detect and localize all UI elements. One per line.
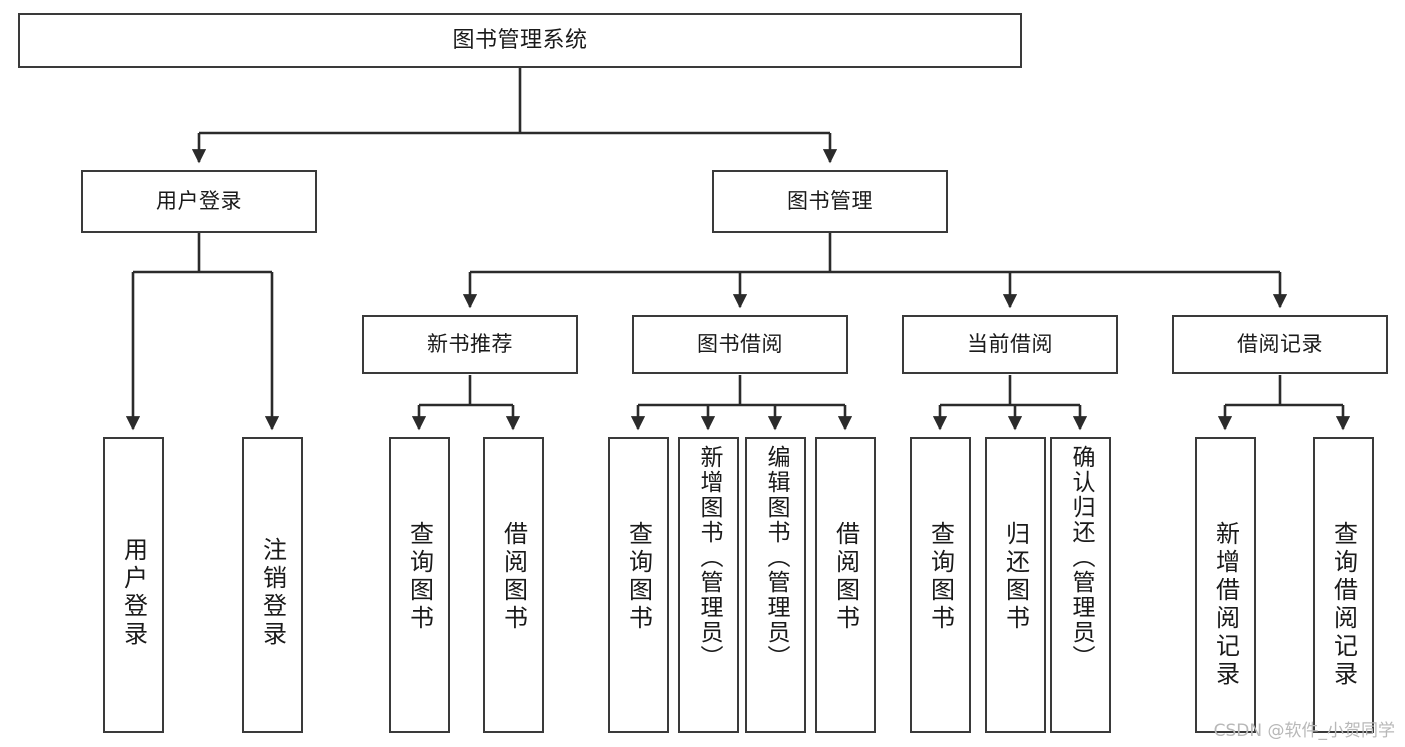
leaf-edit-book[interactable]: 编辑图书（管理员）: [745, 437, 806, 733]
leaf-edit-book-label: 编辑图书（管理员）: [763, 445, 789, 670]
node-book-borrow-label: 图书借阅: [697, 332, 783, 357]
leaf-add-record-label: 新增借阅记录: [1211, 521, 1240, 689]
node-current-borrow[interactable]: 当前借阅: [902, 315, 1118, 374]
leaf-query-book-1[interactable]: 查询图书: [389, 437, 450, 733]
leaf-query-book-3[interactable]: 查询图书: [910, 437, 971, 733]
leaf-borrow-book-2-label: 借阅图书: [831, 521, 860, 633]
leaf-borrow-book-1[interactable]: 借阅图书: [483, 437, 544, 733]
node-borrow-record[interactable]: 借阅记录: [1172, 315, 1388, 374]
leaf-confirm-return-label: 确认归还（管理员）: [1068, 445, 1094, 670]
leaf-query-book-3-label: 查询图书: [926, 521, 955, 633]
leaf-return-book-label: 归还图书: [1001, 521, 1030, 633]
leaf-add-book[interactable]: 新增图书（管理员）: [678, 437, 739, 733]
leaf-add-record[interactable]: 新增借阅记录: [1195, 437, 1256, 733]
watermark: CSDN @软件_小贺同学: [1213, 721, 1395, 741]
leaf-borrow-book-2[interactable]: 借阅图书: [815, 437, 876, 733]
node-user-login-label: 用户登录: [156, 189, 242, 214]
leaf-borrow-book-1-label: 借阅图书: [499, 521, 528, 633]
leaf-query-record-label: 查询借阅记录: [1329, 521, 1358, 689]
node-new-book-recommend[interactable]: 新书推荐: [362, 315, 578, 374]
leaf-return-book[interactable]: 归还图书: [985, 437, 1046, 733]
leaf-query-book-1-label: 查询图书: [405, 521, 434, 633]
leaf-query-record[interactable]: 查询借阅记录: [1313, 437, 1374, 733]
leaf-confirm-return[interactable]: 确认归还（管理员）: [1050, 437, 1111, 733]
node-root[interactable]: 图书管理系统: [18, 13, 1022, 68]
node-borrow-record-label: 借阅记录: [1237, 332, 1323, 357]
leaf-user-logout-label: 注销登录: [258, 537, 287, 649]
leaf-add-book-label: 新增图书（管理员）: [696, 445, 722, 670]
node-new-book-recommend-label: 新书推荐: [427, 332, 513, 357]
node-book-manage[interactable]: 图书管理: [712, 170, 948, 233]
node-book-borrow[interactable]: 图书借阅: [632, 315, 848, 374]
leaf-user-login[interactable]: 用户登录: [103, 437, 164, 733]
node-book-manage-label: 图书管理: [787, 189, 873, 214]
node-current-borrow-label: 当前借阅: [967, 332, 1053, 357]
leaf-query-book-2-label: 查询图书: [624, 521, 653, 633]
leaf-user-login-label: 用户登录: [119, 537, 148, 649]
node-root-label: 图书管理系统: [452, 27, 588, 53]
leaf-query-book-2[interactable]: 查询图书: [608, 437, 669, 733]
leaf-user-logout[interactable]: 注销登录: [242, 437, 303, 733]
node-user-login[interactable]: 用户登录: [81, 170, 317, 233]
